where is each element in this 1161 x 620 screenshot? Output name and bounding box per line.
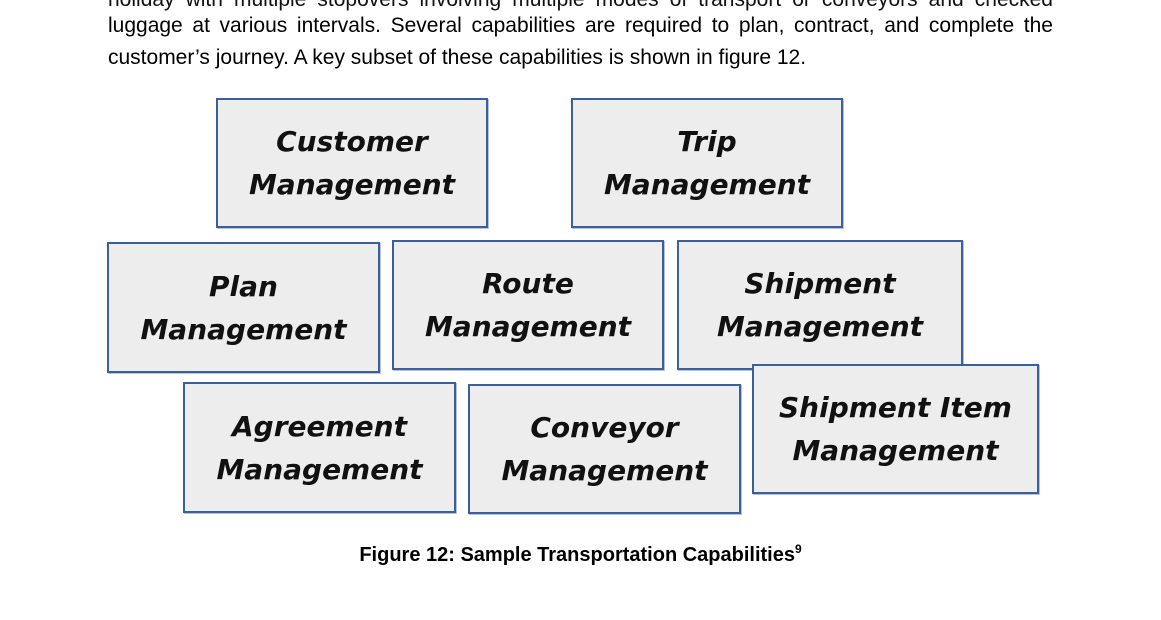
capability-label: Customer Management — [248, 125, 456, 201]
capability-label: Shipment Item Management — [779, 391, 1012, 467]
capability-box-agreement-management: Agreement Management — [183, 382, 456, 513]
body-text-line-partial: holiday with multiple stopovers involvin… — [108, 0, 1053, 14]
capability-label: Conveyor Management — [501, 411, 708, 487]
capability-box-shipment-item-management: Shipment Item Management — [752, 364, 1039, 494]
capability-box-conveyor-management: Conveyor Management — [468, 384, 741, 514]
body-text-line: customer’s journey. A key subset of thes… — [108, 46, 807, 69]
capability-label: Agreement Management — [216, 409, 423, 486]
capability-box-customer-management: Customer Management — [216, 98, 488, 228]
capability-box-plan-management: Plan Management — [107, 242, 380, 373]
capability-box-trip-management: Trip Management — [571, 98, 843, 228]
figure-caption: Figure 12: Sample Transportation Capabil… — [0, 541, 1161, 569]
capability-label: Route Management — [424, 267, 632, 343]
body-text-line: luggage at various intervals. Several ca… — [108, 14, 1053, 37]
capability-label: Trip Management — [603, 125, 811, 201]
capability-box-shipment-management: Shipment Management — [677, 240, 963, 370]
figure-caption-text: Figure 12: Sample Transportation Capabil… — [359, 544, 795, 566]
footnote-marker[interactable]: 9 — [794, 542, 802, 556]
capability-box-route-management: Route Management — [392, 240, 664, 370]
capability-label: Plan Management — [140, 269, 347, 346]
capability-label: Shipment Management — [716, 267, 924, 343]
